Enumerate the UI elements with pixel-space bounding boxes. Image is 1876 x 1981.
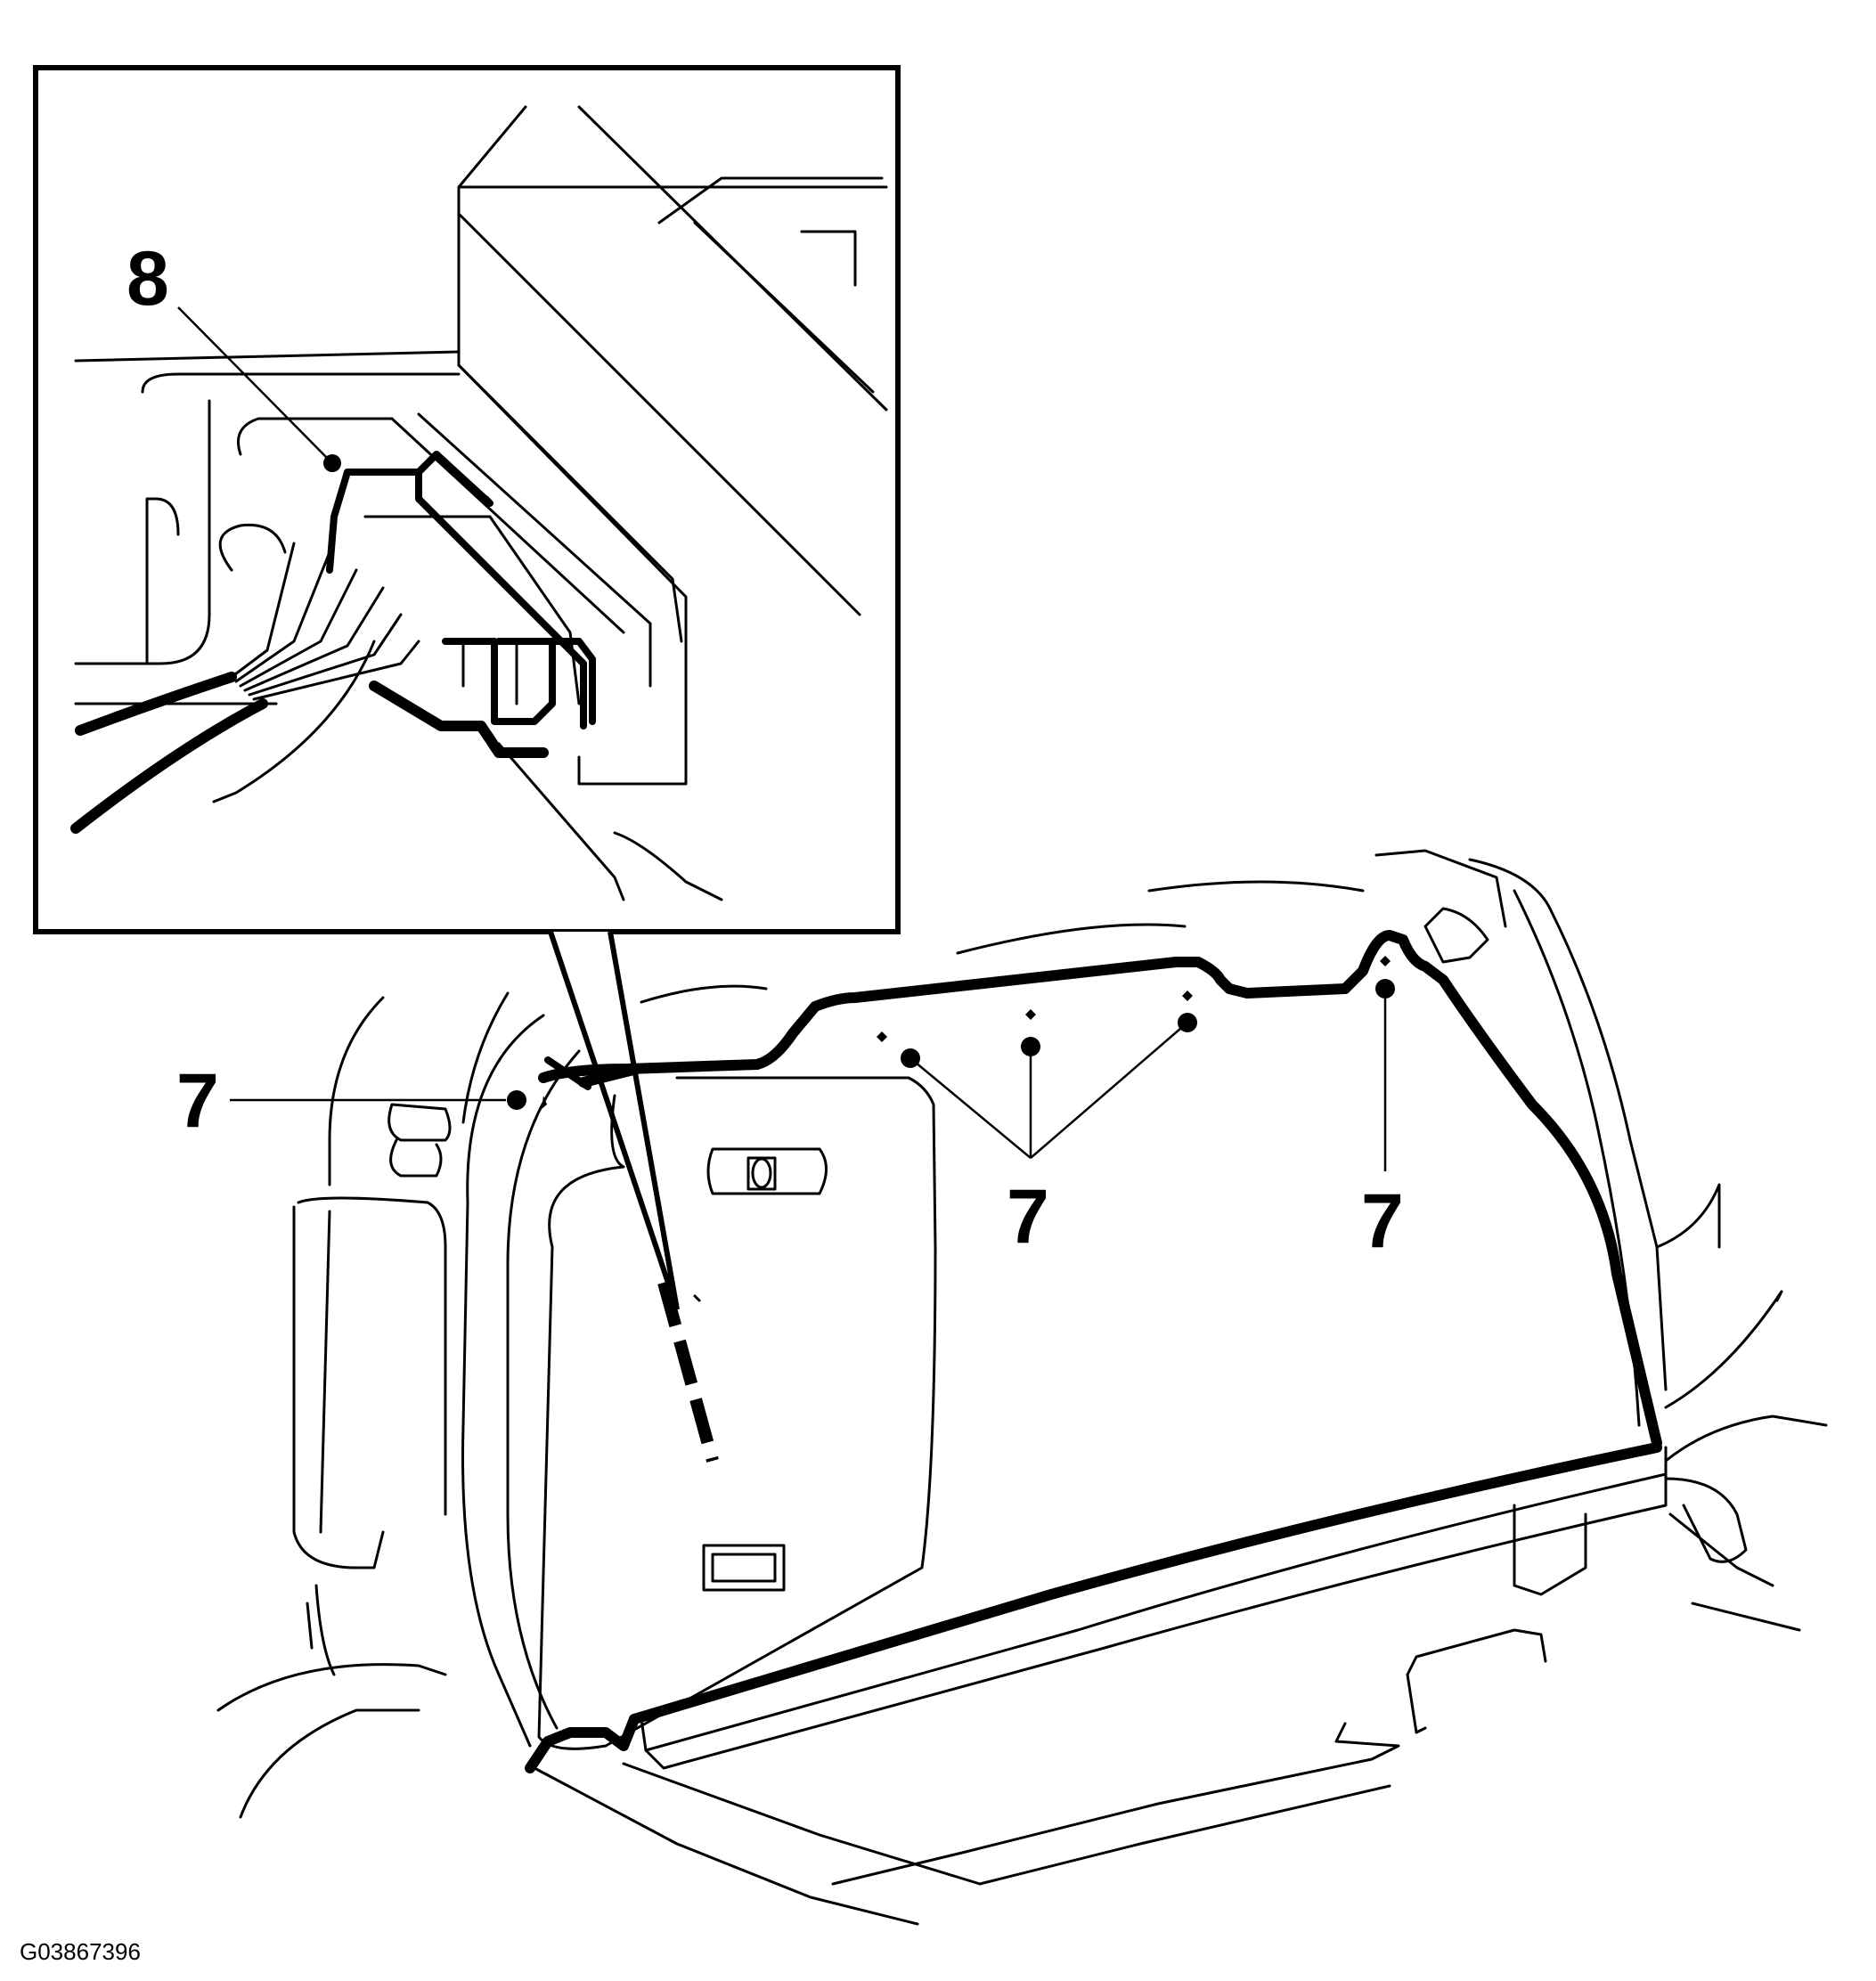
control-module — [457, 105, 888, 786]
wiring-harness — [70, 523, 420, 834]
callout-8-label: 8 — [126, 236, 169, 322]
weatherstrip-seal — [525, 930, 1662, 1773]
rear-panel — [537, 1076, 937, 1750]
callout-7-left: 7 — [176, 1058, 506, 1144]
callout-7-center: 7 — [909, 1022, 1188, 1260]
callout-7-right-label: 7 — [1361, 1178, 1404, 1264]
callout-7-right: 7 — [1361, 989, 1404, 1264]
callout-8: 8 — [126, 236, 329, 460]
vehicle-cargo-area: 7 7 7 — [176, 849, 1828, 1926]
figure-id: G03867396 — [20, 1938, 141, 1965]
detail-pointer — [548, 931, 719, 1463]
cargo-floor-sill — [533, 1183, 1828, 1926]
detail-inset: 8 — [33, 65, 901, 934]
clip-left — [507, 1090, 526, 1110]
callout-8-leader — [177, 306, 329, 460]
harness-connector — [323, 412, 652, 758]
left-pillar — [216, 991, 581, 1819]
detail-inset-frame — [33, 65, 901, 934]
mounting-surface — [74, 350, 723, 901]
callout-7-left-label: 7 — [176, 1058, 219, 1144]
callout-7-center-label: 7 — [1007, 1174, 1049, 1260]
